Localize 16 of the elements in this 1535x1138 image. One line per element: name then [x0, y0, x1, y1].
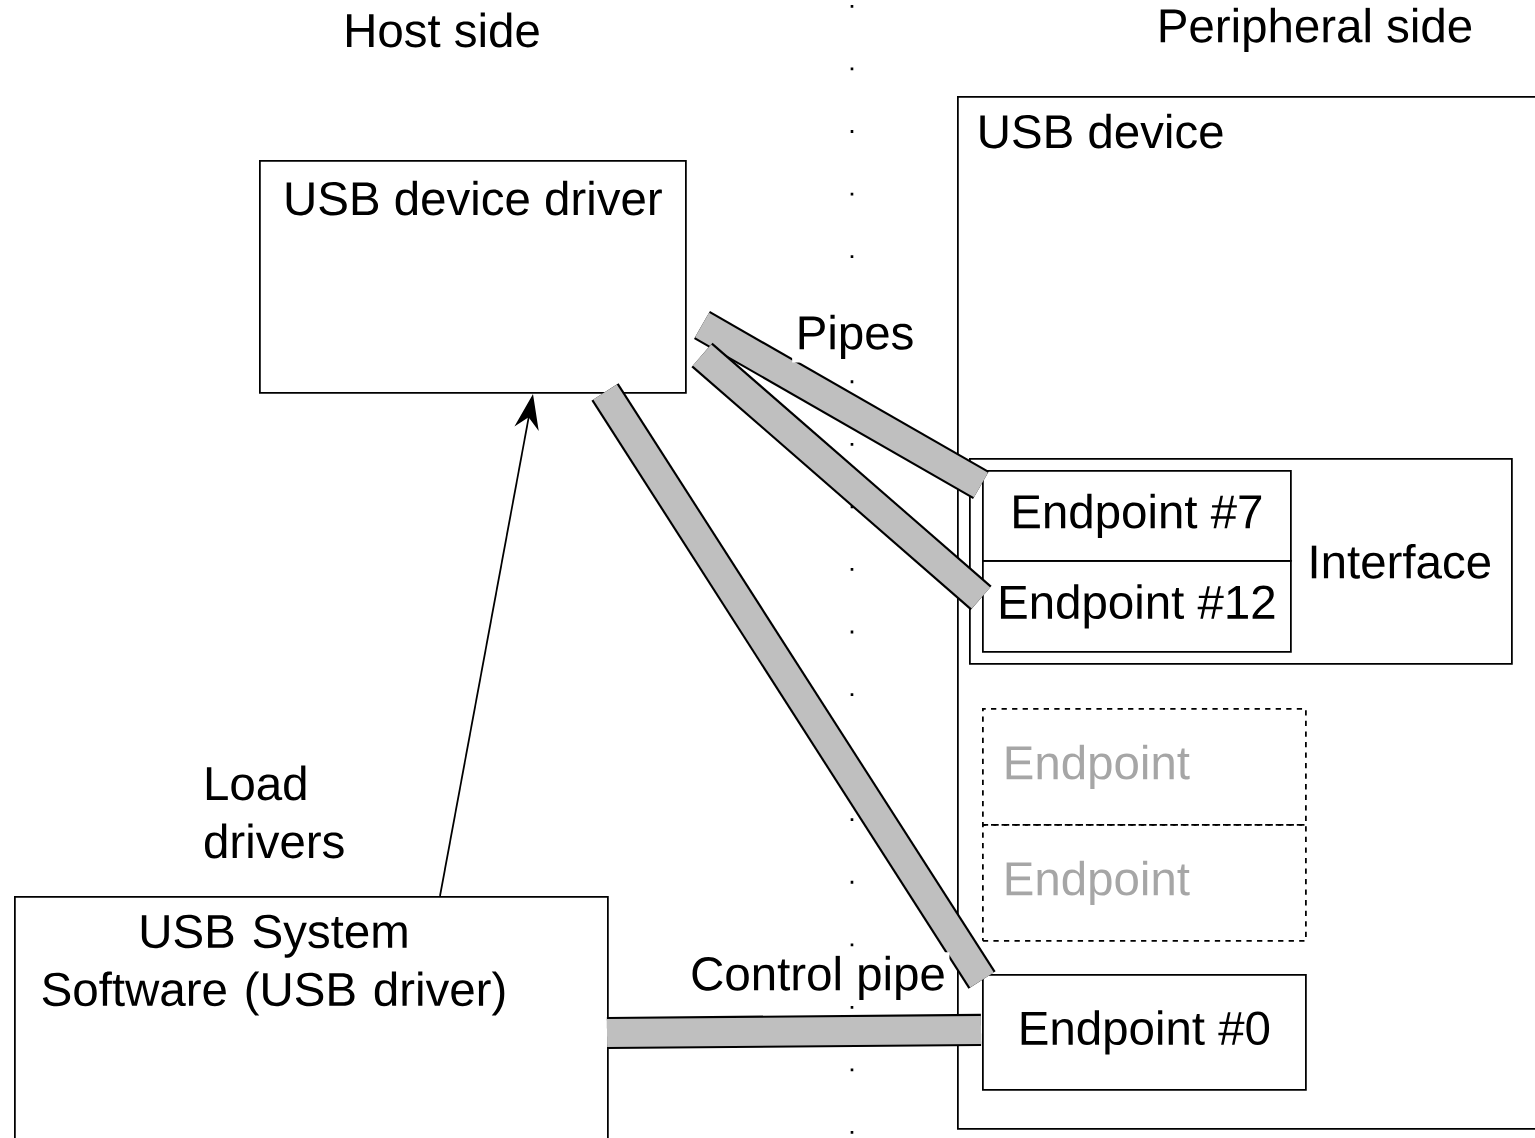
pipe [694, 311, 989, 499]
software-box: USB System Software (USB driver) [14, 896, 609, 1138]
pipe [591, 383, 996, 989]
endpoint-box: Endpoint #7 [982, 470, 1292, 562]
pipe [606, 1013, 982, 1050]
pipe [691, 342, 992, 611]
driver-box: USB device driver [259, 160, 687, 394]
edge-label: Load drivers [199, 762, 357, 862]
edge-label: Pipes [792, 311, 918, 363]
endpoint-box: Endpoint #0 [982, 974, 1307, 1091]
endpoint-box: Endpoint [982, 824, 1307, 942]
edge-label: Control pipe [686, 952, 950, 1004]
side-heading: Host side [347, 12, 539, 48]
side-heading: Peripheral side [1160, 7, 1472, 53]
endpoint-box: Endpoint #12 [982, 560, 1292, 653]
endpoint-box: Endpoint [982, 708, 1307, 826]
